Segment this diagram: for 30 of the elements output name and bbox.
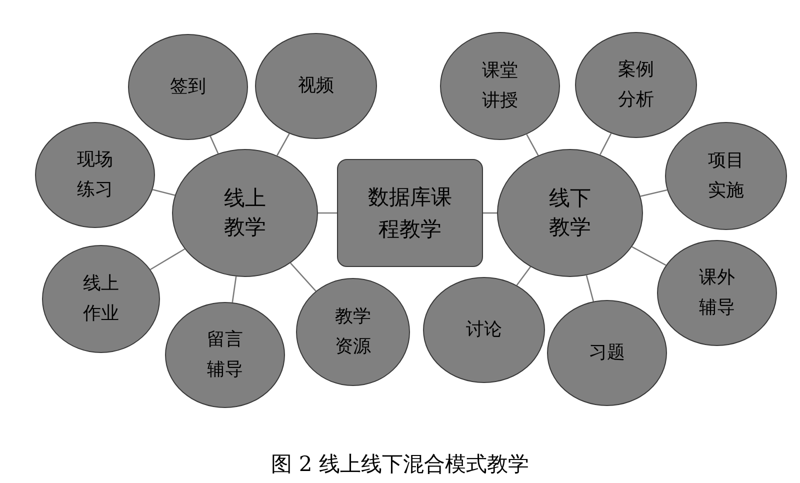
topic-ellipse: 讨论 bbox=[423, 277, 545, 383]
topic-ellipse: 习题 bbox=[547, 300, 667, 406]
topic-ellipse: 线上作业 bbox=[42, 245, 160, 353]
connector-line bbox=[483, 212, 497, 214]
connector-line bbox=[600, 133, 612, 155]
connector-line bbox=[150, 248, 186, 270]
topic-ellipse: 签到 bbox=[128, 34, 248, 140]
connector-line bbox=[210, 136, 219, 154]
connector-line bbox=[586, 275, 594, 302]
rounded-box: 数据库课程教学 bbox=[337, 159, 483, 267]
connector-line bbox=[632, 246, 666, 266]
connector-line bbox=[276, 133, 290, 156]
topic-ellipse: 教学资源 bbox=[296, 278, 410, 386]
connector-line bbox=[640, 189, 668, 197]
topic-ellipse: 视频 bbox=[255, 33, 377, 139]
connector-line bbox=[152, 188, 176, 196]
hub-ellipse: 线下教学 bbox=[497, 149, 643, 277]
caption: 图 2 线上线下混合模式教学 bbox=[271, 451, 529, 478]
connector-line bbox=[318, 212, 337, 214]
connector-line bbox=[232, 276, 237, 302]
connector-line bbox=[526, 134, 539, 156]
hub-ellipse: 线上教学 bbox=[172, 149, 318, 277]
topic-ellipse: 案例分析 bbox=[575, 32, 697, 138]
connector-line bbox=[290, 262, 316, 292]
topic-ellipse: 课外辅导 bbox=[657, 240, 777, 346]
topic-ellipse: 项目实施 bbox=[665, 122, 787, 230]
topic-ellipse: 留言辅导 bbox=[165, 302, 285, 408]
topic-ellipse: 现场练习 bbox=[35, 122, 155, 228]
connector-line bbox=[516, 266, 532, 286]
topic-ellipse: 课堂讲授 bbox=[440, 32, 560, 140]
